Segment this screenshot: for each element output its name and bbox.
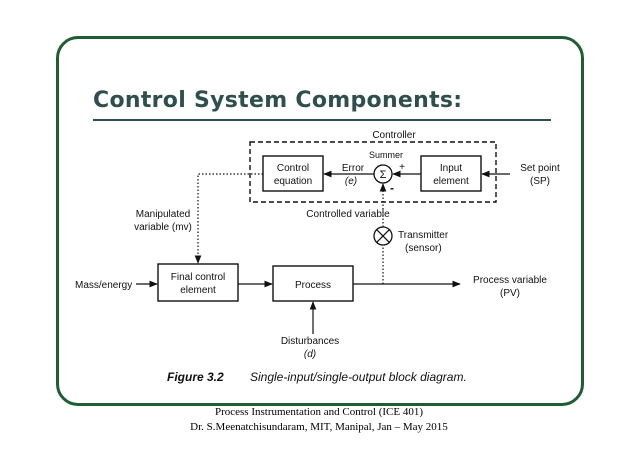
footer-author: Dr. S.Meenatchisundaram, MIT, Manipal, J… <box>190 421 448 433</box>
summer-label: Summer <box>369 150 403 160</box>
input-element-label-1: Input <box>440 163 462 174</box>
process-label: Process <box>295 280 331 291</box>
footer-course: Process Instrumentation and Control (ICE… <box>214 406 424 418</box>
error-label-2: (e) <box>345 176 357 187</box>
process-variable-label-2: (PV) <box>500 288 520 299</box>
control-equation-label-1: Control <box>277 163 309 174</box>
disturbances-label-2: (d) <box>304 349 316 360</box>
input-element-block <box>420 155 482 192</box>
title-underline <box>93 119 551 121</box>
slide-frame <box>56 36 584 406</box>
controlled-variable-label: Controlled variable <box>306 209 390 220</box>
controller-label: Controller <box>372 130 416 141</box>
controller-box <box>249 141 497 203</box>
control-equation-label-2: equation <box>274 176 312 187</box>
summer-minus-sign: - <box>390 181 394 195</box>
input-element-label-2: element <box>433 176 469 187</box>
transmitter-label-1: Transmitter <box>398 230 449 241</box>
figure-caption-label: Figure 3.2 <box>167 370 224 384</box>
final-control-label-2: element <box>180 285 216 296</box>
slide-title: Control System Components: <box>93 88 463 113</box>
set-point-label-1: Set point <box>520 163 560 174</box>
figure-caption-text: Single-input/single-output block diagram… <box>250 370 467 384</box>
transmitter-cross-2 <box>376 229 390 243</box>
disturbances-label-1: Disturbances <box>281 336 339 347</box>
manipulated-variable-label-1: Manipulated <box>136 209 190 220</box>
mass-energy-label: Mass/energy <box>75 280 132 291</box>
control-equation-block <box>262 155 324 192</box>
final-control-label-1: Final control <box>171 272 225 283</box>
summer-sigma-icon: Σ <box>380 169 387 181</box>
summer-plus-sign: + <box>399 162 405 173</box>
process-variable-label-1: Process variable <box>473 275 547 286</box>
final-control-element-block <box>157 263 239 302</box>
manipulated-variable-label-2: variable (mv) <box>134 222 192 233</box>
set-point-label-2: (SP) <box>530 176 550 187</box>
error-label-1: Error <box>342 163 365 174</box>
manipulated-variable-line <box>194 173 263 264</box>
transmitter-label-2: (sensor) <box>405 243 442 254</box>
